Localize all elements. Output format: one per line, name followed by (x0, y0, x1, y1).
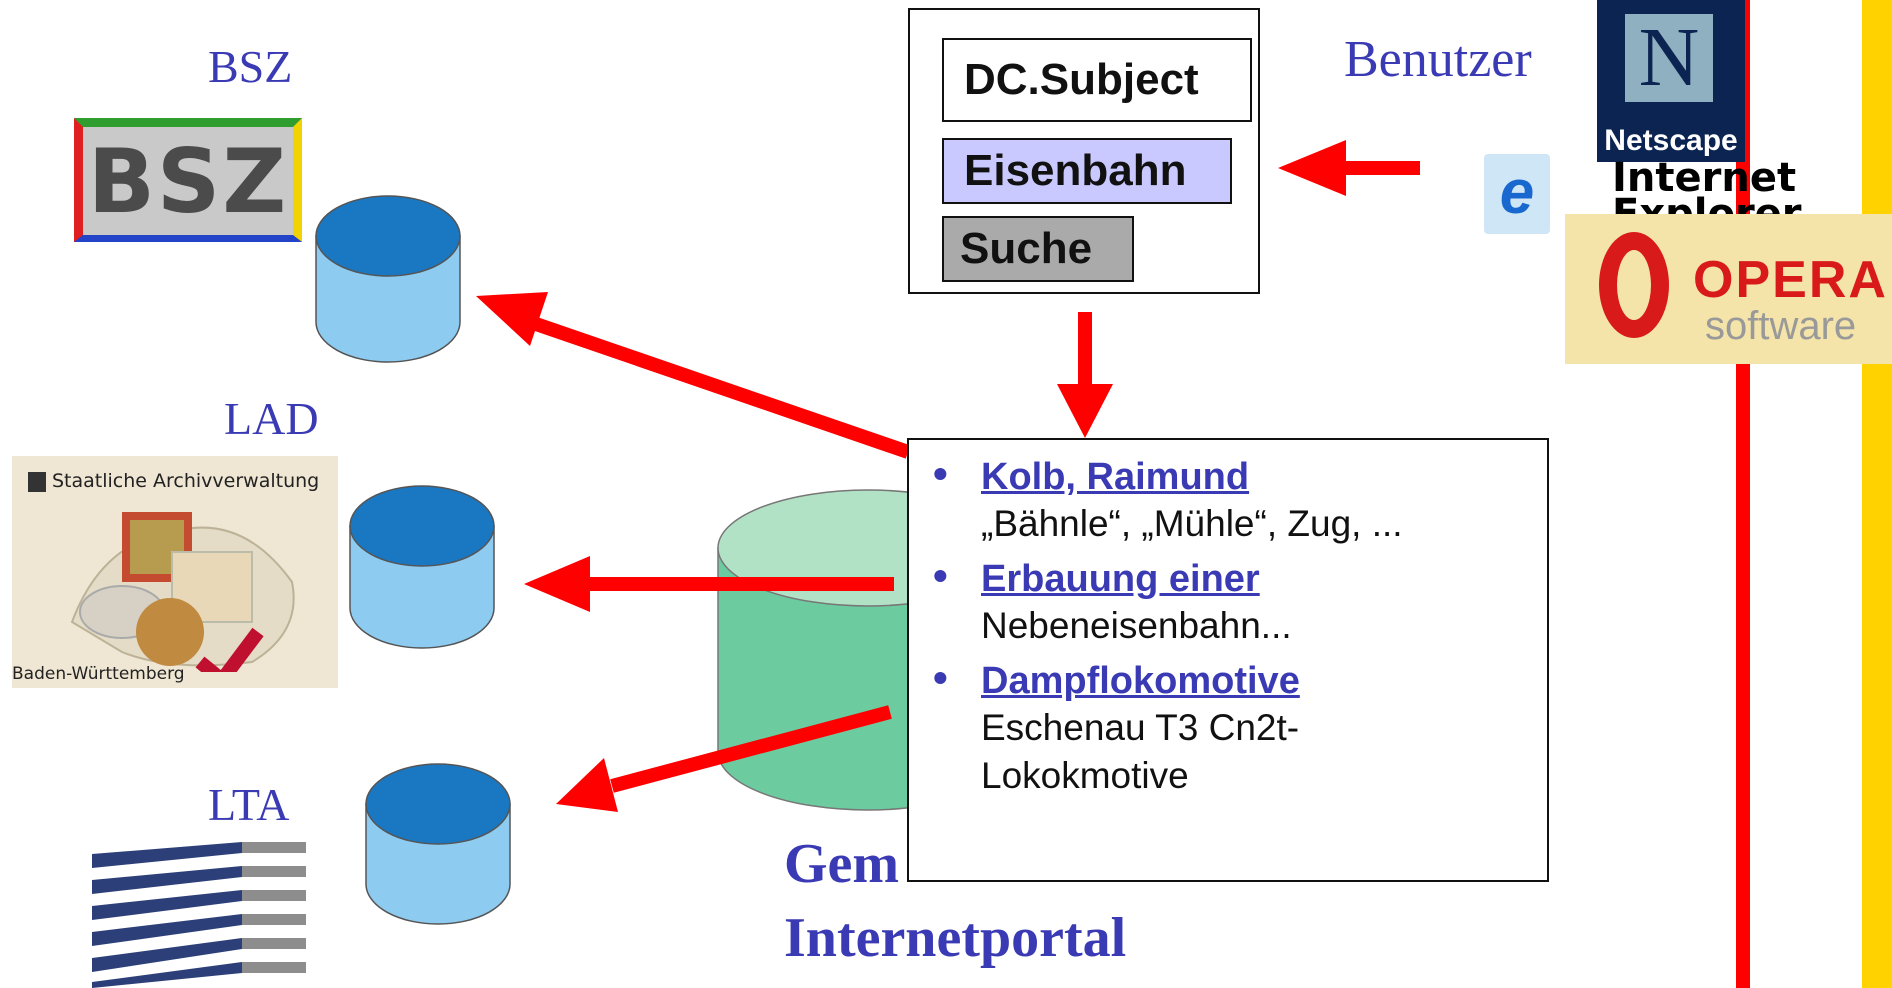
result-item: • Dampflokomotive Eschenau T3 Cn2t-Lokok… (931, 654, 1527, 800)
opera-logo: OPERA software (1565, 214, 1892, 364)
opera-logo-word: OPERA (1693, 251, 1888, 309)
opera-o-icon (1599, 232, 1669, 338)
lad-logo-header: Staatliche Archivverwaltung (28, 470, 319, 492)
portal-label-line2: Internetportal (784, 907, 1127, 969)
label-lad: LAD (224, 393, 319, 444)
arrow-portal-to-bsz (476, 292, 911, 459)
opera-logo-sub: software (1705, 304, 1857, 348)
subject-search-input[interactable]: Eisenbahn (942, 138, 1232, 204)
crest-icon (28, 471, 46, 492)
arrow-browser-to-form (1278, 140, 1420, 196)
lad-logo-header-text: Staatliche Archivverwaltung (52, 470, 320, 492)
arrow-portal-to-lta (556, 705, 892, 812)
result-item: • Kolb, Raimund „Bähnle“, „Mühle“, Zug, … (931, 450, 1527, 548)
lad-database (349, 485, 495, 649)
lad-logo-collage-icon (70, 512, 295, 672)
lta-database (365, 763, 511, 925)
portal-label-line1: Gem (784, 833, 900, 895)
result-description: „Bähnle“, „Mühle“, Zug, ... (981, 503, 1403, 544)
search-button[interactable]: Suche (942, 216, 1134, 282)
label-lta: LTA (208, 779, 290, 830)
result-description: Eschenau T3 Cn2t-Lokokmotive (981, 707, 1300, 796)
netscape-n-icon: N (1625, 14, 1713, 102)
bsz-database (315, 195, 461, 363)
lta-logo (92, 840, 306, 988)
results-panel: • Kolb, Raimund „Bähnle“, „Mühle“, Zug, … (907, 438, 1549, 882)
ie-e-icon: e (1484, 154, 1550, 234)
lad-logo-footer: Baden-Württemberg (12, 664, 185, 684)
result-title-link[interactable]: Erbauung einer (981, 558, 1260, 600)
arrow-form-to-results (1057, 312, 1113, 438)
right-yellow-stripe (1862, 0, 1892, 988)
result-title-link[interactable]: Dampflokomotive (981, 660, 1300, 702)
arrow-portal-to-lad (524, 556, 894, 612)
result-item: • Erbauung einer Nebeneisenbahn... (931, 552, 1527, 650)
bullet-icon: • (933, 450, 948, 497)
bsz-logo-text: BSZ (87, 129, 289, 233)
result-title-link[interactable]: Kolb, Raimund (981, 456, 1250, 498)
search-form: DC.Subject Eisenbahn Suche (908, 8, 1260, 294)
bsz-logo: BSZ (74, 118, 302, 242)
subject-field-label: DC.Subject (942, 38, 1252, 122)
ie-logo-line1: Internet (1612, 155, 1797, 201)
bullet-icon: • (933, 654, 948, 701)
bullet-icon: • (933, 552, 948, 599)
netscape-logo: N Netscape (1597, 0, 1745, 162)
netscape-logo-text: Netscape (1604, 124, 1738, 157)
label-bsz: BSZ (208, 41, 293, 92)
result-description: Nebeneisenbahn... (981, 605, 1292, 646)
label-benutzer: Benutzer (1344, 31, 1532, 88)
lad-logo: Staatliche Archivverwaltung Baden-Württe… (12, 456, 338, 688)
